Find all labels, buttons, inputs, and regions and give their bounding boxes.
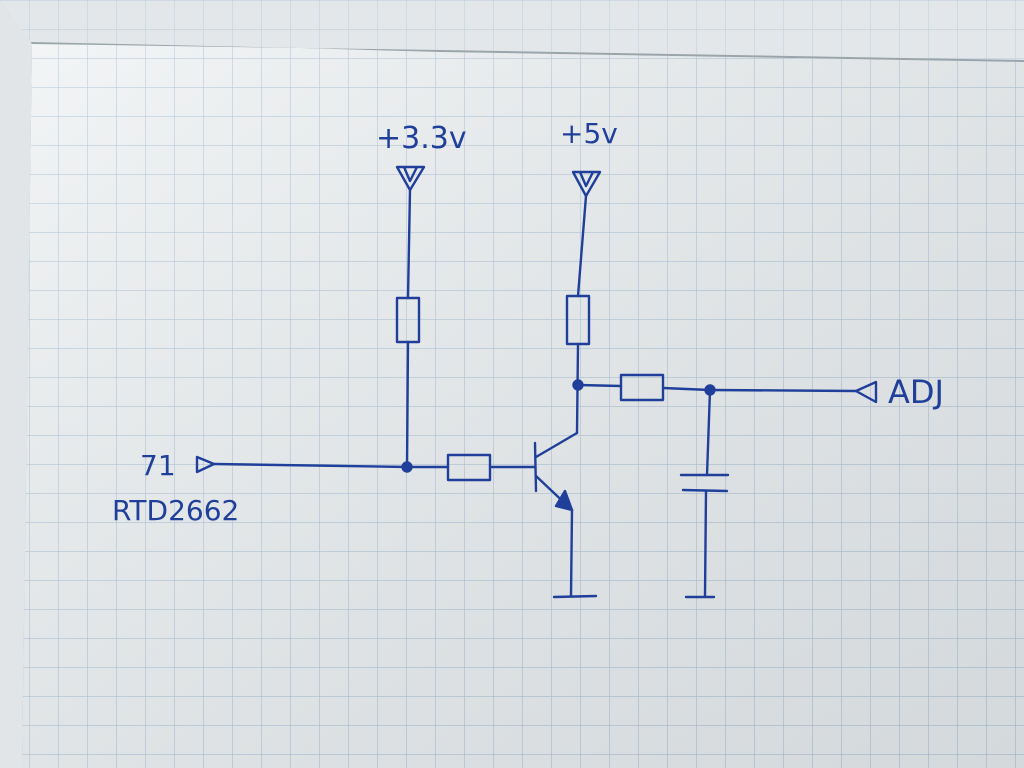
wire-emitter-ground: [569, 508, 574, 598]
adj-port-symbol: [854, 380, 878, 404]
wire-input: [212, 462, 409, 469]
wire-collector-to-filter: [576, 383, 623, 388]
transistor-base-bar: [533, 441, 538, 493]
transistor-emitter-arrow: [554, 489, 574, 512]
wire-node-to-cap: [705, 388, 712, 477]
wire-cap-ground: [703, 489, 708, 598]
wire-33v-to-node: [405, 340, 410, 469]
supply-5v-arrow-symbol: [571, 170, 602, 198]
input-port-symbol: [195, 455, 216, 474]
label-supply-33v: +3.3v: [376, 121, 467, 156]
wire-filter-to-node: [661, 386, 712, 392]
label-supply-5v: +5v: [560, 117, 618, 150]
transistor-collector-leg: [534, 431, 579, 459]
wire-5v-down: [576, 194, 588, 298]
wire-33v-down: [406, 188, 412, 300]
wire-to-adj: [708, 388, 858, 393]
ground-emitter: [552, 594, 598, 599]
supply-33v-arrow-symbol: [395, 165, 426, 192]
label-chip-name: RTD2662: [112, 494, 239, 527]
schematic-circuit: [195, 165, 878, 599]
label-input-pin: 71: [140, 449, 176, 482]
label-output-adj: ADJ: [888, 373, 944, 411]
